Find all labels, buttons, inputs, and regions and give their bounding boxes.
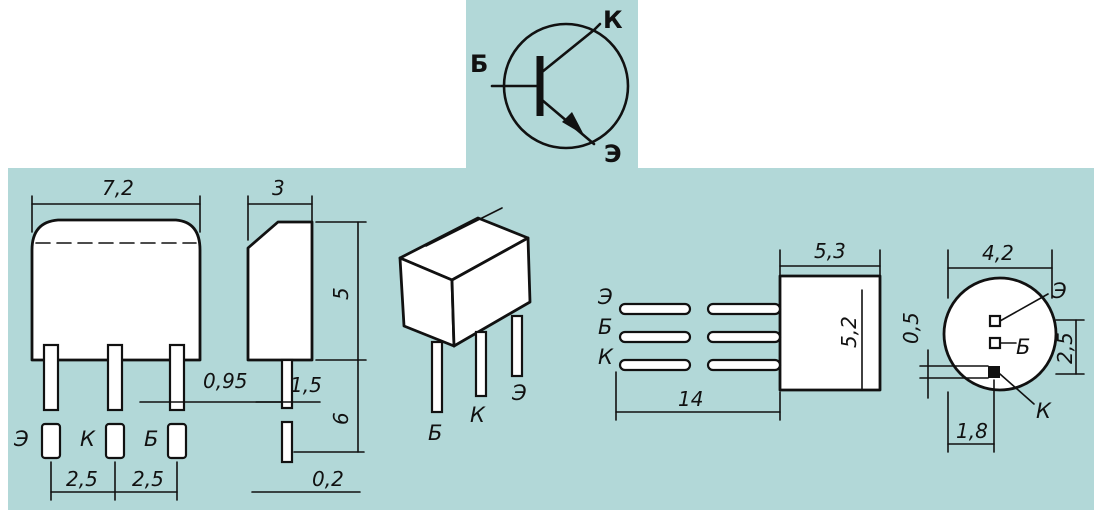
end-pin-k-label: К — [1036, 399, 1052, 423]
front-pin-k-end — [104, 422, 126, 460]
front-body — [30, 218, 202, 362]
end-pin-k — [988, 366, 1000, 378]
top-pin-e-outer — [618, 302, 692, 316]
end-edge-label: 1,8 — [956, 419, 988, 443]
top-pin-b-label: Б — [598, 315, 612, 339]
iso-side-face — [450, 236, 532, 348]
top-view: Э Б К 14 5,3 5,2 — [597, 239, 882, 421]
end-pin-b — [988, 336, 1002, 350]
front-pin-e-end — [40, 422, 62, 460]
symbol-collector-lead — [540, 28, 596, 74]
top-pin-b-outer — [618, 330, 692, 344]
top-body-height-label: 5,2 — [837, 316, 861, 348]
front-pitch-right-label: 2,5 — [132, 467, 164, 491]
side-lead-thickness-label: 1,5 — [290, 373, 322, 397]
iso-pin-b-label: Б — [428, 421, 442, 445]
emitter-arrow-icon — [562, 112, 584, 135]
isometric-view: Б К Э — [398, 207, 532, 445]
symbol-emitter-label: Э — [604, 140, 622, 168]
top-pin-k-outer — [618, 358, 692, 372]
top-body-width-label: 5,3 — [814, 239, 846, 263]
front-pin-b-end — [166, 422, 188, 460]
front-pin-e — [42, 343, 60, 412]
end-width-label: 4,2 — [982, 241, 1014, 265]
iso-pin-k — [474, 330, 488, 398]
iso-pin-e — [510, 314, 524, 378]
top-lead-length-label: 14 — [678, 387, 703, 411]
top-body — [778, 274, 882, 392]
side-body — [246, 220, 314, 362]
front-pitch-left-label: 2,5 — [66, 467, 98, 491]
front-pin-b-label: Б — [144, 427, 158, 451]
side-lead-length-label: 6 — [329, 412, 353, 425]
symbol-base-label: Б — [470, 50, 488, 78]
front-pin-b — [168, 343, 186, 412]
side-lead-thin-label: 0,2 — [312, 467, 344, 491]
top-pin-e-inner — [706, 302, 782, 316]
front-pin-e-label: Э — [13, 427, 29, 451]
side-lead-width-label: 0,95 — [203, 369, 248, 393]
front-view: 7,2 Э К Б 2,5 2,5 — [13, 176, 202, 501]
end-pin-e-label: Э — [1051, 279, 1067, 303]
side-view: 3 5 6 0,95 1,5 0,2 — [139, 176, 367, 493]
transistor-symbol: Б К Э — [470, 6, 630, 168]
front-width-label: 7,2 — [102, 176, 134, 200]
end-pin-b-label: Б — [1016, 335, 1030, 359]
top-pin-b-inner — [706, 330, 782, 344]
end-pitch-label: 2,5 — [1053, 332, 1077, 364]
top-pin-k-label: К — [598, 345, 614, 369]
end-view: 4,2 Э Б К 2,5 0,5 1,8 — [899, 241, 1085, 453]
side-lead — [280, 358, 294, 410]
end-pin-e — [988, 314, 1002, 328]
top-pin-e-label: Э — [597, 285, 613, 309]
symbol-collector-label: К — [603, 6, 623, 34]
iso-pin-e-label: Э — [511, 381, 527, 405]
top-pin-k-inner — [706, 358, 782, 372]
end-offset-label: 0,5 — [899, 312, 923, 344]
side-height-label: 5 — [329, 287, 353, 300]
front-pin-k-label: К — [80, 427, 96, 451]
front-pin-k — [106, 343, 124, 412]
side-thickness-label: 3 — [272, 176, 285, 200]
iso-pin-b — [430, 340, 444, 414]
iso-pin-k-label: К — [470, 403, 486, 427]
side-lead-end — [280, 420, 294, 464]
